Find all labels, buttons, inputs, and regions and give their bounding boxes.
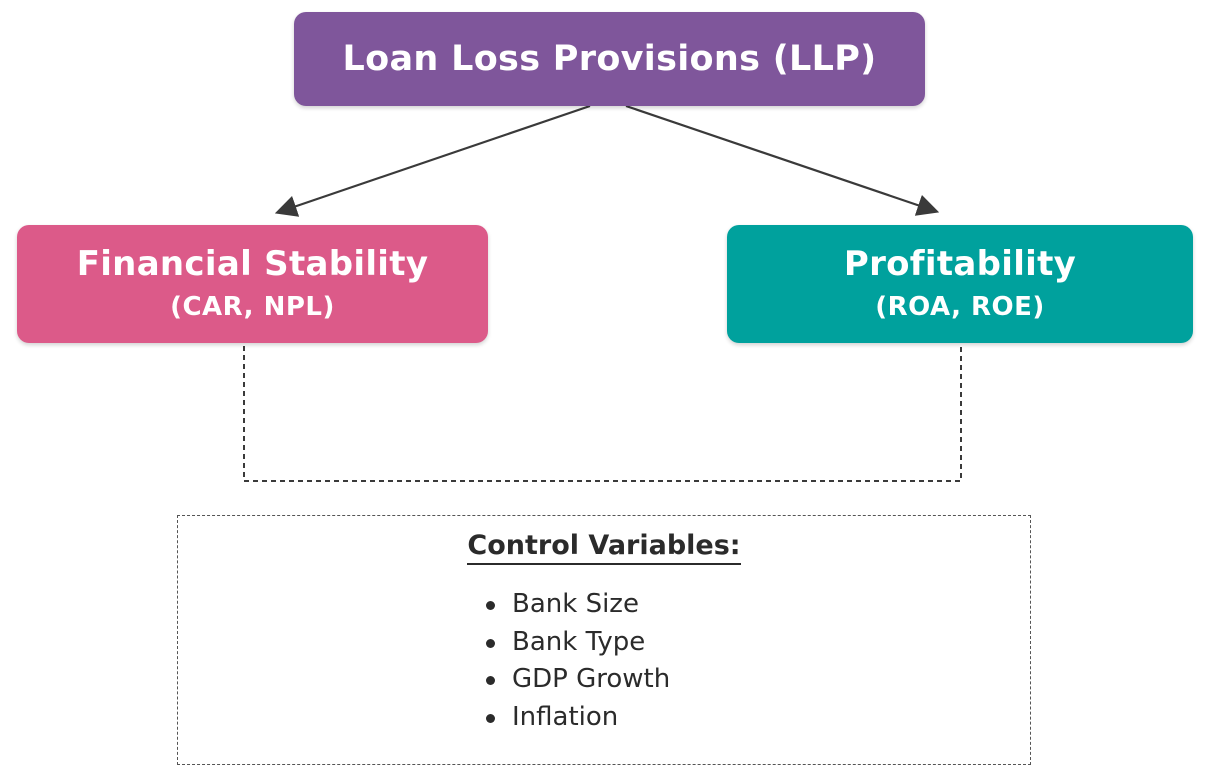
node-financial-stability: Financial Stability (CAR, NPL) — [17, 225, 488, 343]
node-profitability-title: Profitability — [843, 244, 1077, 284]
node-llp-title: Loan Loss Provisions (LLP) — [342, 39, 877, 79]
control-variable-item: Bank Size — [482, 586, 670, 624]
arrow-llp-to-profitability — [625, 104, 940, 216]
node-financial-stability-subtitle: (CAR, NPL) — [170, 292, 335, 322]
node-financial-stability-title: Financial Stability — [76, 244, 429, 284]
control-variables-list: Bank Size Bank Type GDP Growth Inflation — [482, 586, 670, 736]
node-loan-loss-provisions: Loan Loss Provisions (LLP) — [294, 12, 925, 106]
node-profitability: Profitability (ROA, ROE) — [727, 225, 1193, 343]
control-variable-item: Bank Type — [482, 624, 670, 662]
control-variables-title: Control Variables: — [467, 530, 741, 565]
control-variable-item: Inflation — [482, 699, 670, 737]
arrow-llp-to-financial-stability — [274, 104, 591, 217]
control-variables-box: Control Variables: Bank Size Bank Type G… — [177, 515, 1031, 765]
dashed-link-stability-profitability — [243, 346, 962, 482]
control-variable-item: GDP Growth — [482, 661, 670, 699]
node-profitability-subtitle: (ROA, ROE) — [875, 292, 1045, 322]
